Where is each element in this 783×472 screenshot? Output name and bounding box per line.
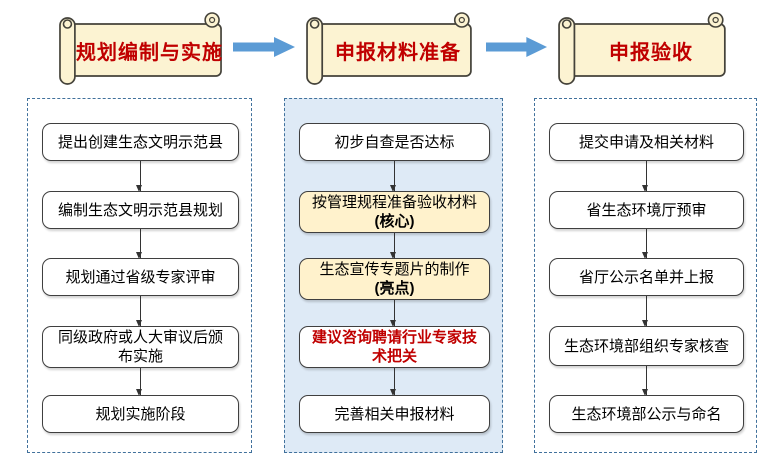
step-label: 生态环境部组织专家核查 [563, 337, 729, 355]
column-planning: 提出创建生态文明示范县 编制生态文明示范县规划 规划通过省级专家评审 同级政府或… [27, 98, 252, 453]
step-label: 提出创建生态文明示范县 [57, 133, 223, 151]
down-arrow-icon [390, 300, 397, 327]
flow-step-box: 编制生态文明示范县规划 [42, 191, 239, 229]
down-arrow-icon [390, 233, 397, 259]
banner-planning-label: 规划编制与实施 [76, 41, 223, 64]
flow-step-box: 省生态环境厅预审 [549, 191, 744, 229]
down-arrow-icon [136, 229, 143, 259]
flow-step-box-highlight: 生态宣传专题片的制作 (亮点) [299, 258, 490, 300]
flow-step-box: 提交申请及相关材料 [549, 123, 744, 161]
step-label: 初步自查是否达标 [334, 133, 455, 151]
flow-step-box-highlight: 按管理规程准备验收材料 (核心) [299, 191, 490, 233]
down-arrow-icon [642, 366, 649, 396]
flow-step-box: 同级政府或人大审议后颁布实施 [42, 326, 239, 368]
step-label: 规划通过省级专家评审 [65, 268, 216, 286]
step-label: 建议咨询聘请行业专家技术把关 [311, 329, 477, 365]
flow-step-box: 完善相关申报材料 [299, 395, 490, 433]
scroll-shape-icon [558, 12, 726, 85]
banner-materials-label: 申报材料准备 [335, 41, 461, 64]
down-arrow-icon [642, 229, 649, 259]
step-label: 编制生态文明示范县规划 [57, 201, 223, 219]
scroll-shape-icon [59, 12, 222, 85]
step-label: 生态环境部公示与命名 [571, 405, 722, 423]
column-materials: 初步自查是否达标 按管理规程准备验收材料 (核心) 生态宣传专题片的制作 (亮点… [284, 98, 503, 453]
step-label: 省生态环境厅预审 [586, 201, 707, 219]
down-arrow-icon [136, 296, 143, 327]
right-arrow-icon [486, 36, 548, 58]
down-arrow-icon [390, 161, 397, 192]
right-arrow-icon [233, 36, 296, 58]
down-arrow-icon [642, 296, 649, 327]
step-label: 生态宣传专题片的制作 [319, 261, 470, 278]
step-label: 省厅公示名单并上报 [578, 268, 714, 286]
step-label: 按管理规程准备验收材料 [311, 194, 477, 211]
step-label: 规划实施阶段 [95, 405, 186, 423]
step-sublabel: (亮点) [374, 280, 415, 297]
flow-step-box: 生态环境部公示与命名 [549, 395, 744, 433]
down-arrow-icon [136, 161, 143, 192]
banner-planning: 规划编制与实施 [57, 10, 228, 86]
step-label: 提交申请及相关材料 [578, 133, 714, 151]
flow-step-box: 规划通过省级专家评审 [42, 258, 239, 296]
flow-step-box-advice: 建议咨询聘请行业专家技术把关 [299, 326, 490, 368]
flow-step-box: 生态环境部组织专家核查 [549, 326, 744, 366]
banner-materials: 申报材料准备 [304, 10, 478, 86]
flow-step-box: 提出创建生态文明示范县 [42, 123, 239, 161]
step-label: 同级政府或人大审议后颁布实施 [57, 329, 223, 365]
down-arrow-icon [642, 161, 649, 192]
banner-acceptance-label: 申报验收 [609, 41, 693, 64]
flow-step-box: 初步自查是否达标 [299, 123, 490, 161]
step-sublabel: (核心) [374, 213, 415, 230]
scroll-shape-icon [306, 12, 472, 85]
flow-step-box: 规划实施阶段 [42, 395, 239, 433]
step-label: 完善相关申报材料 [334, 405, 455, 423]
banner-acceptance: 申报验收 [556, 10, 732, 86]
down-arrow-icon [136, 368, 143, 396]
down-arrow-icon [390, 368, 397, 396]
flow-step-box: 省厅公示名单并上报 [549, 258, 744, 296]
column-acceptance: 提交申请及相关材料 省生态环境厅预审 省厅公示名单并上报 生态环境部组织专家核查… [534, 98, 757, 453]
